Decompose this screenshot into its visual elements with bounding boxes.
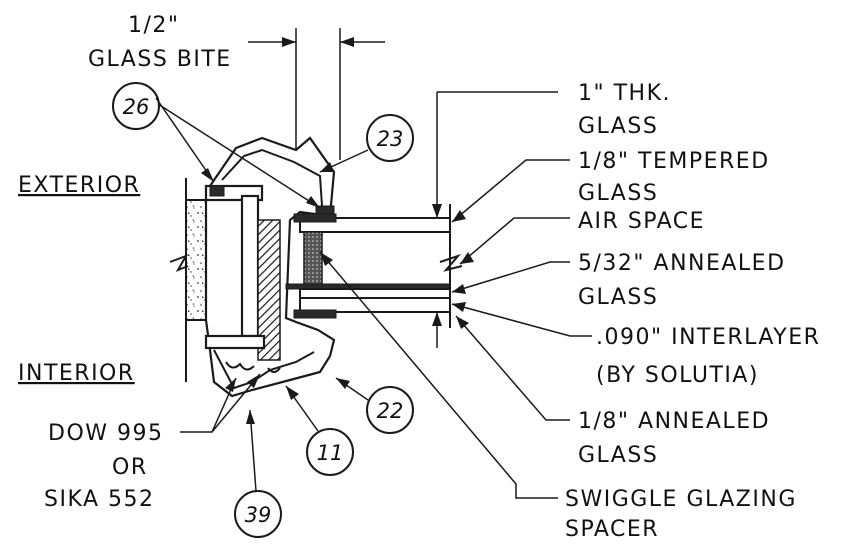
callout-26-number: 26	[123, 95, 150, 119]
glazing-gasket-top	[293, 213, 337, 223]
frame-bottom-flange	[204, 334, 266, 350]
note-1in-glass-line1: 1" THK.	[578, 81, 671, 106]
arrow-interlayer	[452, 302, 466, 312]
note-air-space-line1: AIR SPACE	[578, 209, 705, 234]
callout-22-arrow	[336, 378, 350, 389]
dim-arrow-left	[282, 37, 296, 47]
glass-bite-value: 1/2"	[128, 13, 180, 38]
interior-label: INTERIOR	[18, 361, 135, 386]
break-line-glass	[439, 253, 463, 272]
leader-annealed-532	[451, 261, 570, 293]
frame-gasket-hatch	[257, 219, 281, 361]
note-interlayer-line1: .090" INTERLAYER	[596, 325, 820, 350]
thk-arrow-bottom	[432, 312, 442, 326]
callout-26-arrow-b	[306, 196, 320, 208]
dim-arrow-right	[340, 37, 354, 47]
arrow-annealed-18	[456, 316, 469, 329]
callout-23-arrow	[320, 162, 334, 172]
callout-39: 39	[234, 409, 282, 538]
arrow-air-space	[460, 252, 474, 264]
leader-air-space	[459, 217, 570, 265]
callout-39-circle	[234, 490, 282, 538]
glazing-gasket-bottom	[293, 309, 337, 319]
note-annealed-532: 5/32" ANNEALED GLASS	[578, 251, 786, 310]
callout-39-number: 39	[245, 503, 272, 527]
glass-thickness-dimension	[432, 91, 558, 348]
note-swiggle-line1: SWIGGLE GLAZING	[565, 487, 797, 512]
note-annealed-18-line1: 1/8" ANNEALED	[578, 409, 770, 434]
arrow-swiggle	[320, 252, 333, 266]
note-1in-glass: 1" THK. GLASS	[578, 81, 671, 139]
callout-26-arrow-a	[201, 168, 214, 182]
callout-23: 23	[319, 114, 414, 173]
break-line-left	[169, 254, 189, 272]
callout-26: 26	[112, 82, 321, 209]
note-tempered-line1: 1/8" TEMPERED	[578, 149, 770, 174]
frame-web	[240, 194, 260, 338]
glass-unit	[285, 204, 463, 328]
note-sealant-line3: SIKA 552	[44, 487, 155, 512]
note-leaders	[180, 159, 592, 499]
callout-11: 11	[285, 385, 354, 476]
arrow-sealant-a	[225, 378, 236, 392]
callout-39-arrow	[246, 410, 255, 424]
note-tempered-line2: GLASS	[578, 181, 658, 206]
note-swiggle-line2: SPACER	[565, 517, 659, 542]
annealed-lite-inner	[299, 288, 451, 299]
leader-annealed-18	[455, 315, 570, 421]
callout-23-circle	[366, 114, 414, 162]
exterior-label: EXTERIOR	[18, 173, 140, 198]
note-swiggle: SWIGGLE GLAZING SPACER	[565, 487, 797, 542]
callout-22-number: 22	[377, 399, 404, 423]
arrow-annealed-532	[452, 284, 466, 294]
note-interlayer: .090" INTERLAYER (BY SOLUTIA)	[596, 325, 820, 388]
note-sealant: DOW 995 OR SIKA 552	[44, 421, 164, 512]
arrow-sealant-b	[247, 374, 260, 388]
arrow-tempered	[452, 210, 466, 222]
callout-22: 22	[335, 377, 414, 434]
leader-interlayer	[451, 303, 592, 337]
callout-26-circle	[112, 82, 160, 130]
thk-arrow-top	[432, 204, 442, 218]
note-annealed-532-line1: 5/32" ANNEALED	[578, 251, 786, 276]
sealant-pad-top	[209, 185, 225, 197]
frame-inner-top	[221, 148, 323, 207]
note-annealed-18-line2: GLASS	[578, 443, 658, 468]
sealant-bead-left	[225, 361, 255, 371]
callout-26-leader-b	[157, 103, 321, 209]
note-annealed-18: 1/8" ANNEALED GLASS	[578, 409, 770, 468]
callout-23-number: 23	[377, 127, 404, 151]
callout-22-circle	[366, 386, 414, 434]
sealant-bead-right	[267, 367, 281, 373]
callout-11-number: 11	[317, 441, 344, 465]
frame-inner-bottom	[213, 349, 315, 390]
note-1in-glass-line2: GLASS	[578, 114, 658, 139]
glass-bite-dimension: 1/2" GLASS BITE	[88, 13, 385, 160]
note-air-space: AIR SPACE	[578, 209, 705, 234]
note-sealant-line1: DOW 995	[48, 421, 164, 446]
note-annealed-532-line2: GLASS	[578, 285, 658, 310]
leader-tempered	[451, 159, 570, 223]
note-interlayer-line2: (BY SOLUTIA)	[596, 363, 759, 388]
note-tempered: 1/8" TEMPERED GLASS	[578, 149, 770, 206]
callout-11-circle	[306, 428, 354, 476]
aluminum-frame	[204, 136, 336, 398]
note-sealant-line2: OR	[112, 455, 148, 480]
glass-bite-label: GLASS BITE	[88, 47, 232, 72]
callout-11-arrow	[286, 386, 299, 400]
callout-26-leader-a	[155, 97, 215, 183]
leader-swiggle	[319, 251, 558, 499]
